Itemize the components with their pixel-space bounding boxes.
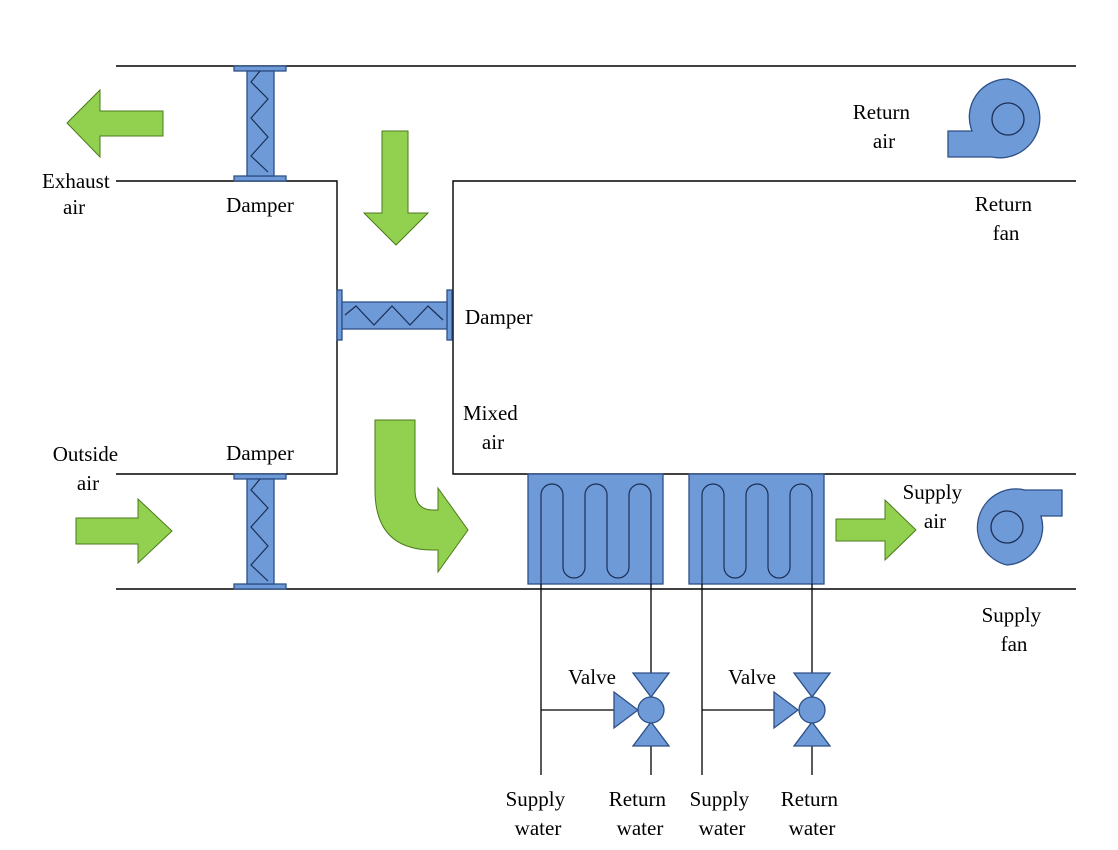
damper-middle-label: Damper	[465, 305, 533, 329]
exhaust-duct-wall	[116, 180, 338, 475]
supply-water-1-label: Supply water	[506, 787, 571, 840]
mixed-air-label: Mixed air	[463, 401, 523, 454]
supply-fan-icon[interactable]	[976, 488, 1063, 566]
supply-air-label: Supply air	[903, 480, 968, 533]
valve-1-icon[interactable]	[613, 672, 671, 747]
outside-air-label: Outside air	[53, 442, 124, 495]
valve-1-label: Valve	[568, 665, 616, 689]
supply-water-2-label: Supply water	[690, 787, 755, 840]
mixing-chamber-wall	[452, 180, 1076, 475]
return-water-1-label: Return water	[609, 787, 671, 840]
return-air-label: Return air	[853, 100, 915, 153]
damper-bottom[interactable]	[233, 473, 287, 590]
outside-air-arrow	[75, 497, 173, 565]
coil-2[interactable]	[688, 473, 825, 585]
exhaust-air-label: Exhaust air	[42, 169, 115, 219]
arrows	[66, 88, 917, 574]
damper-top[interactable]	[233, 65, 287, 182]
supply-air-arrow	[835, 498, 917, 562]
mixed-air-curved-arrow	[374, 419, 469, 574]
damper-bottom-label: Damper	[226, 441, 294, 465]
valve-2-icon[interactable]	[773, 672, 832, 747]
return-down-arrow	[362, 130, 430, 246]
exhaust-air-arrow	[66, 88, 164, 159]
damper-top-label: Damper	[226, 193, 294, 217]
return-water-2-label: Return water	[781, 787, 843, 840]
supply-fan-label: Supply fan	[982, 603, 1047, 656]
damper-middle[interactable]	[336, 289, 453, 341]
coil-1[interactable]	[527, 473, 664, 585]
water-piping	[540, 584, 813, 775]
return-fan-label: Return fan	[975, 192, 1037, 245]
return-fan-icon[interactable]	[947, 78, 1041, 159]
valve-2-label: Valve	[728, 665, 776, 689]
